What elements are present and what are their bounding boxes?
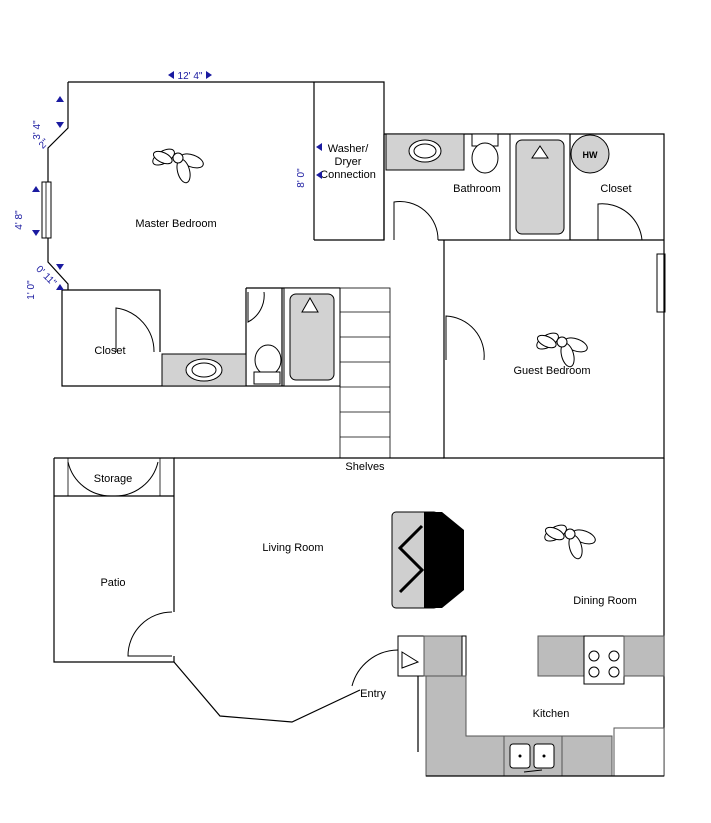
label-shelves: Shelves — [345, 461, 385, 473]
label-connection: Connection — [320, 169, 376, 181]
dim-washer-wall: 8' 0" — [296, 168, 307, 188]
ceiling-fan-icon — [536, 332, 588, 368]
room-label-closet-left: Closet — [94, 345, 125, 357]
fireplace-icon — [391, 511, 464, 609]
shelves: Shelves — [339, 287, 391, 473]
dim-window-4-8: 4' 8" — [14, 210, 25, 230]
upper-bathroom: HW Bathroom Closet — [383, 133, 666, 313]
ceiling-fan-icon — [152, 148, 204, 184]
window-guest — [656, 253, 666, 313]
dimensions: 12' 4" 8' 0" 3' 4" 2" 4' 8" 1' 0" 0' 11" — [14, 71, 307, 300]
dim-side-0-11: 0' 11" — [33, 264, 58, 289]
dim-top-wall: 12' 4" — [178, 71, 203, 82]
room-label-closet-upper: Closet — [600, 183, 631, 195]
window-master — [41, 181, 52, 239]
water-heater-label: HW — [583, 150, 598, 160]
patio: Storage Patio — [53, 457, 175, 663]
room-label-dining-room: Dining Room — [573, 595, 637, 607]
left-closet: Closet — [61, 289, 340, 387]
small-bathroom — [161, 287, 341, 387]
ceiling-fan-icon — [544, 524, 596, 560]
room-label-guest-bedroom: Guest Bedroom — [513, 365, 590, 377]
label-dryer: Dryer — [335, 156, 362, 168]
dim-side-3-4: 3' 4" — [32, 120, 43, 140]
room-label-patio: Patio — [100, 577, 125, 589]
room-label-entry: Entry — [360, 688, 386, 700]
dim-side-1-0: 1' 0" — [26, 280, 37, 300]
guest-bedroom: Guest Bedroom — [443, 240, 665, 459]
label-washer: Washer/ — [328, 143, 369, 155]
room-label-master-bedroom: Master Bedroom — [135, 218, 216, 230]
washer-dryer: Washer/ Dryer Connection — [316, 143, 376, 181]
room-label-storage: Storage — [94, 473, 133, 485]
room-label-living-room: Living Room — [262, 542, 323, 554]
master-bedroom: Master Bedroom — [41, 81, 385, 290]
living-room: Living Room — [174, 457, 464, 609]
dining-room: Dining Room — [544, 524, 637, 607]
room-label-kitchen: Kitchen — [533, 708, 570, 720]
kitchen: Kitchen — [417, 635, 665, 777]
room-label-bathroom: Bathroom — [453, 183, 501, 195]
